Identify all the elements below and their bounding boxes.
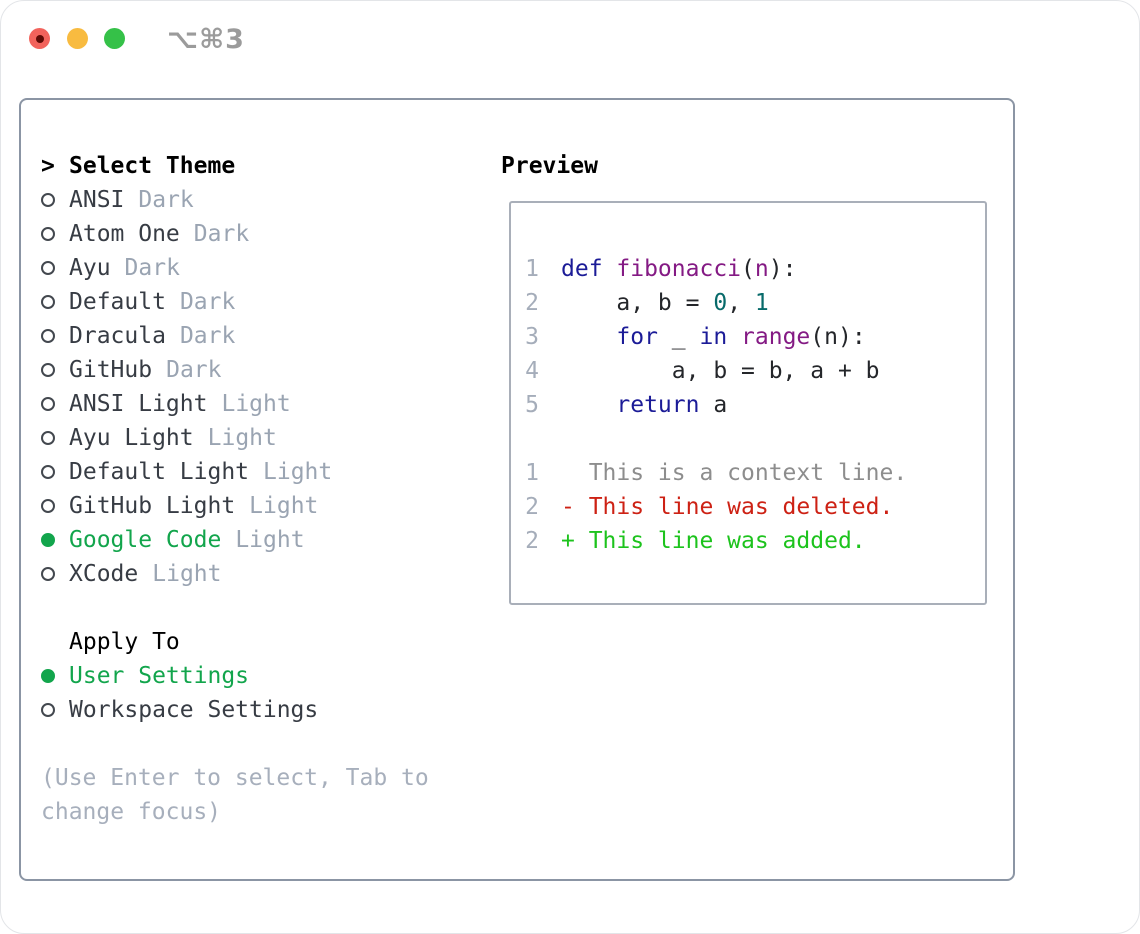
theme-option-github-dark[interactable]: GitHub Dark (41, 353, 491, 387)
zoom-button[interactable] (104, 28, 125, 49)
help-text-line-1: (Use Enter to select, Tab to (41, 765, 429, 791)
line-number: 2 (525, 290, 539, 316)
select-theme-header: > Select Theme (41, 149, 491, 183)
close-button[interactable] (29, 28, 50, 49)
theme-variant-label: Light (152, 561, 222, 587)
prompt-cursor-icon: > (41, 153, 55, 179)
diff-added-text: + This line was added. (561, 528, 866, 554)
diff-context-text: This is a context line. (561, 460, 908, 486)
theme-variant-label: Light (263, 459, 333, 485)
theme-variant-label: Dark (193, 221, 250, 247)
theme-option-atom-one-dark[interactable]: Atom One Dark (41, 217, 491, 251)
line-number: 5 (525, 392, 539, 418)
line-number: 1 (525, 256, 539, 282)
radio-unselected-icon (41, 465, 55, 479)
diff-deleted-text: - This line was deleted. (561, 494, 894, 520)
line-number: 2 (525, 494, 539, 520)
spacer (41, 727, 491, 761)
theme-option-google-code-light[interactable]: Google Code Light (41, 523, 491, 557)
apply-option-workspace-settings[interactable]: Workspace Settings (41, 693, 491, 727)
theme-option-dracula-dark[interactable]: Dracula Dark (41, 319, 491, 353)
radio-selected-icon (41, 669, 55, 683)
code-line: 3 for _ in range(n): (525, 320, 985, 354)
diff-line-added: 2 + This line was added. (525, 524, 985, 558)
line-number: 2 (525, 528, 539, 554)
diff-line-context: 1 This is a context line. (525, 456, 985, 490)
theme-option-ayu-light[interactable]: Ayu Light Light (41, 421, 491, 455)
theme-variant-label: Dark (166, 357, 222, 383)
theme-option-ansi-light[interactable]: ANSI Light Light (41, 387, 491, 421)
theme-option-ayu-dark[interactable]: Ayu Dark (41, 251, 491, 285)
radio-unselected-icon (41, 567, 55, 581)
theme-manager-panel: > Select Theme ANSI Dark Atom One Dark A… (19, 98, 1015, 881)
theme-list-title: Select Theme (69, 153, 236, 179)
theme-variant-label: Light (249, 493, 319, 519)
radio-selected-icon (41, 533, 55, 547)
theme-variant-label: Dark (179, 323, 236, 349)
theme-variant-label: Light (207, 425, 277, 451)
theme-variant-label: Light (235, 527, 305, 553)
line-number: 4 (525, 358, 539, 384)
code-line: 1 def fibonacci(n): (525, 252, 985, 286)
apply-to-title: Apply To (69, 629, 180, 655)
radio-unselected-icon (41, 397, 55, 411)
radio-unselected-icon (41, 193, 55, 207)
theme-variant-label: Dark (124, 255, 180, 281)
theme-list: > Select Theme ANSI Dark Atom One Dark A… (41, 149, 491, 829)
apply-to-header: Apply To (41, 625, 491, 659)
minimize-button[interactable] (67, 28, 88, 49)
theme-option-default-dark[interactable]: Default Dark (41, 285, 491, 319)
code-line: 2 a, b = 0, 1 (525, 286, 985, 320)
code-text: a, b = b, a + b (561, 358, 880, 384)
diff-line-deleted: 2 - This line was deleted. (525, 490, 985, 524)
preview-title: Preview (501, 153, 598, 179)
radio-unselected-icon (41, 431, 55, 445)
code-text: a, b = 0, 1 (561, 290, 769, 316)
radio-unselected-icon (41, 703, 55, 717)
theme-option-github-light[interactable]: GitHub Light Light (41, 489, 491, 523)
theme-variant-label: Dark (138, 187, 194, 213)
code-line: 4 a, b = b, a + b (525, 354, 985, 388)
theme-option-ansi-dark[interactable]: ANSI Dark (41, 183, 491, 217)
window-title: ⌥⌘3 (167, 24, 245, 55)
code-text: for _ in range(n): (616, 324, 866, 350)
radio-unselected-icon (41, 261, 55, 275)
theme-option-default-light[interactable]: Default Light Light (41, 455, 491, 489)
code-text: def fibonacci(n): (561, 256, 797, 282)
radio-unselected-icon (41, 295, 55, 309)
code-text: return a (616, 392, 728, 418)
title-bar: ⌥⌘3 (1, 1, 1139, 61)
help-text-line-2: change focus) (41, 799, 222, 825)
line-number: 3 (525, 324, 539, 350)
code-line: 5 return a (525, 388, 985, 422)
spacer (525, 422, 985, 456)
spacer (41, 591, 491, 625)
theme-option-xcode-light[interactable]: XCode Light (41, 557, 491, 591)
theme-variant-label: Dark (179, 289, 236, 315)
radio-unselected-icon (41, 499, 55, 513)
theme-variant-label: Light (221, 391, 291, 417)
radio-unselected-icon (41, 329, 55, 343)
radio-unselected-icon (41, 227, 55, 241)
line-number: 1 (525, 460, 539, 486)
apply-option-user-settings[interactable]: User Settings (41, 659, 491, 693)
radio-unselected-icon (41, 363, 55, 377)
preview-pane: 1 def fibonacci(n): 2 a, b = 0, 1 3 for … (509, 201, 987, 605)
